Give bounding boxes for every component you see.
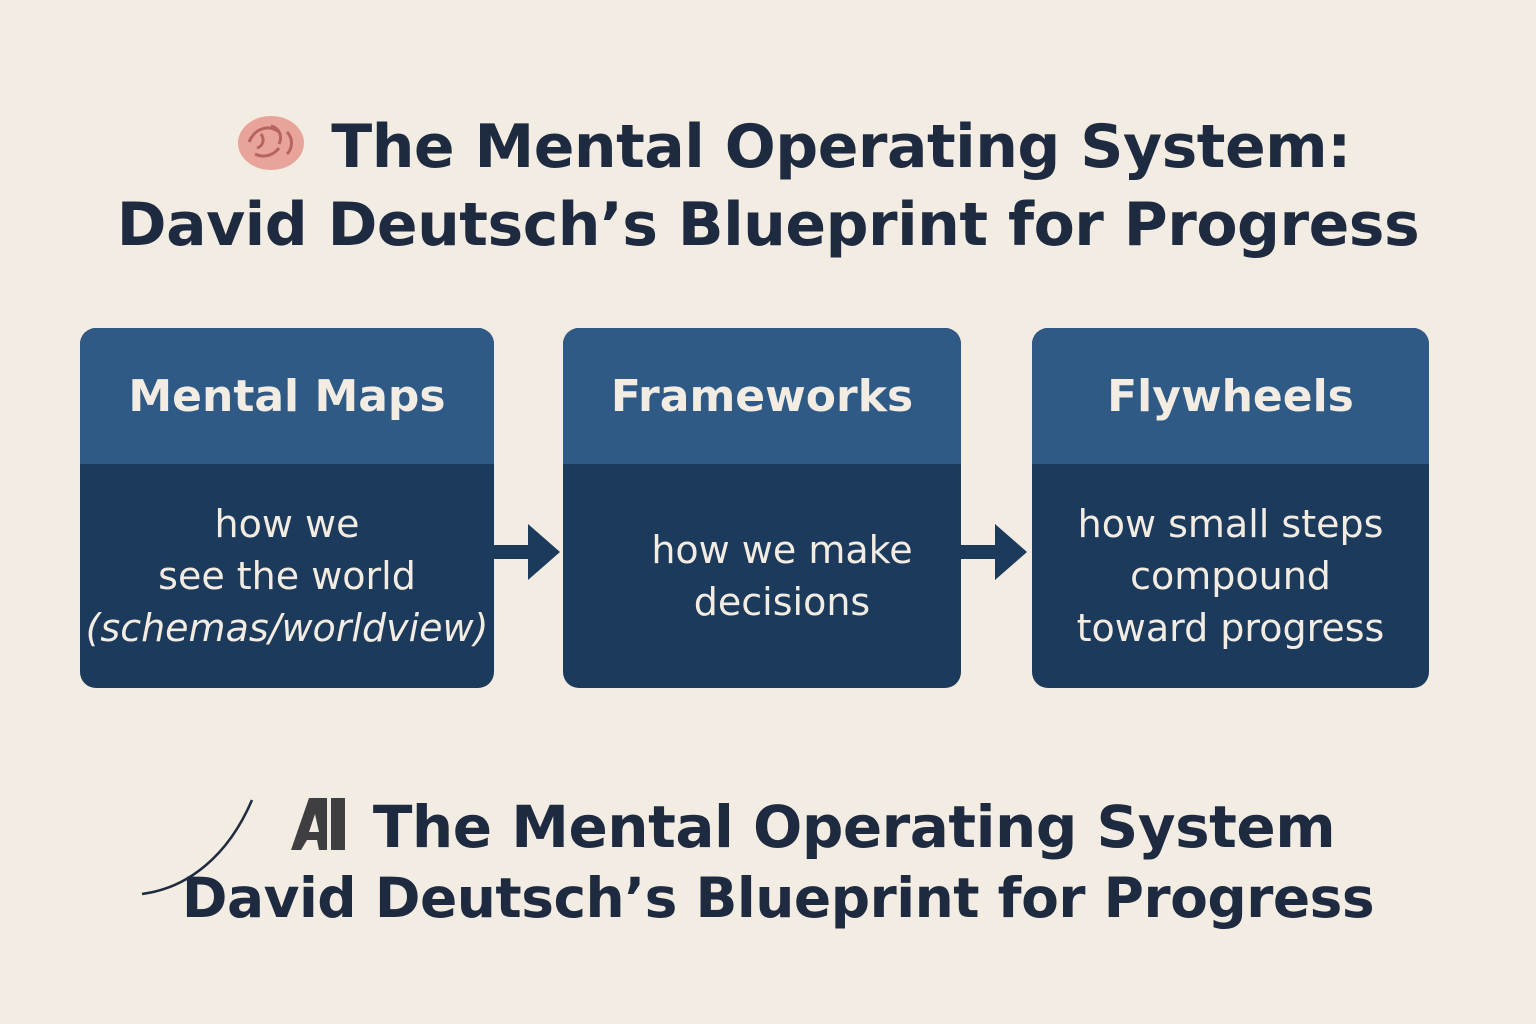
footer-title-text: The Mental Operating System bbox=[372, 793, 1336, 861]
curve-line-decoration bbox=[141, 799, 254, 896]
box-line: (schemas/worldview) bbox=[85, 606, 489, 650]
box-title: Frameworks bbox=[563, 328, 961, 464]
box-flywheels: Flywheels how small steps compound towar… bbox=[1032, 328, 1429, 688]
box-body: how we see the world (schemas/worldview) bbox=[80, 464, 494, 688]
box-line: how we bbox=[214, 502, 360, 546]
footer-title-line2: David Deutsch’s Blueprint for Progress bbox=[181, 866, 1375, 930]
box-mental-maps: Mental Maps how we see the world (schema… bbox=[80, 328, 494, 688]
box-frameworks: Frameworks how we make decisions bbox=[563, 328, 961, 688]
main-title-line1: The Mental Operating System: bbox=[0, 112, 1536, 189]
box-body: how small steps compound toward progress bbox=[1032, 464, 1429, 688]
box-body: how we make decisions bbox=[563, 464, 961, 688]
box-line: compound bbox=[1130, 554, 1331, 598]
box-line: toward progress bbox=[1076, 606, 1385, 650]
arrow-right-icon bbox=[494, 524, 560, 580]
main-title-line2: David Deutsch’s Blueprint for Progress bbox=[116, 190, 1420, 260]
box-line: see the world bbox=[158, 554, 416, 598]
box-line: decisions bbox=[693, 580, 871, 624]
box-line: how we make bbox=[651, 528, 913, 572]
brain-icon bbox=[235, 112, 307, 189]
box-line: how small steps bbox=[1077, 502, 1384, 546]
ai-logo-icon bbox=[290, 796, 349, 866]
footer-title-line1: The Mental Operating System bbox=[0, 793, 1536, 866]
box-title: Mental Maps bbox=[80, 328, 494, 464]
title-text: The Mental Operating System: bbox=[331, 112, 1351, 183]
arrow-right-icon bbox=[961, 524, 1027, 580]
box-title: Flywheels bbox=[1032, 328, 1429, 464]
